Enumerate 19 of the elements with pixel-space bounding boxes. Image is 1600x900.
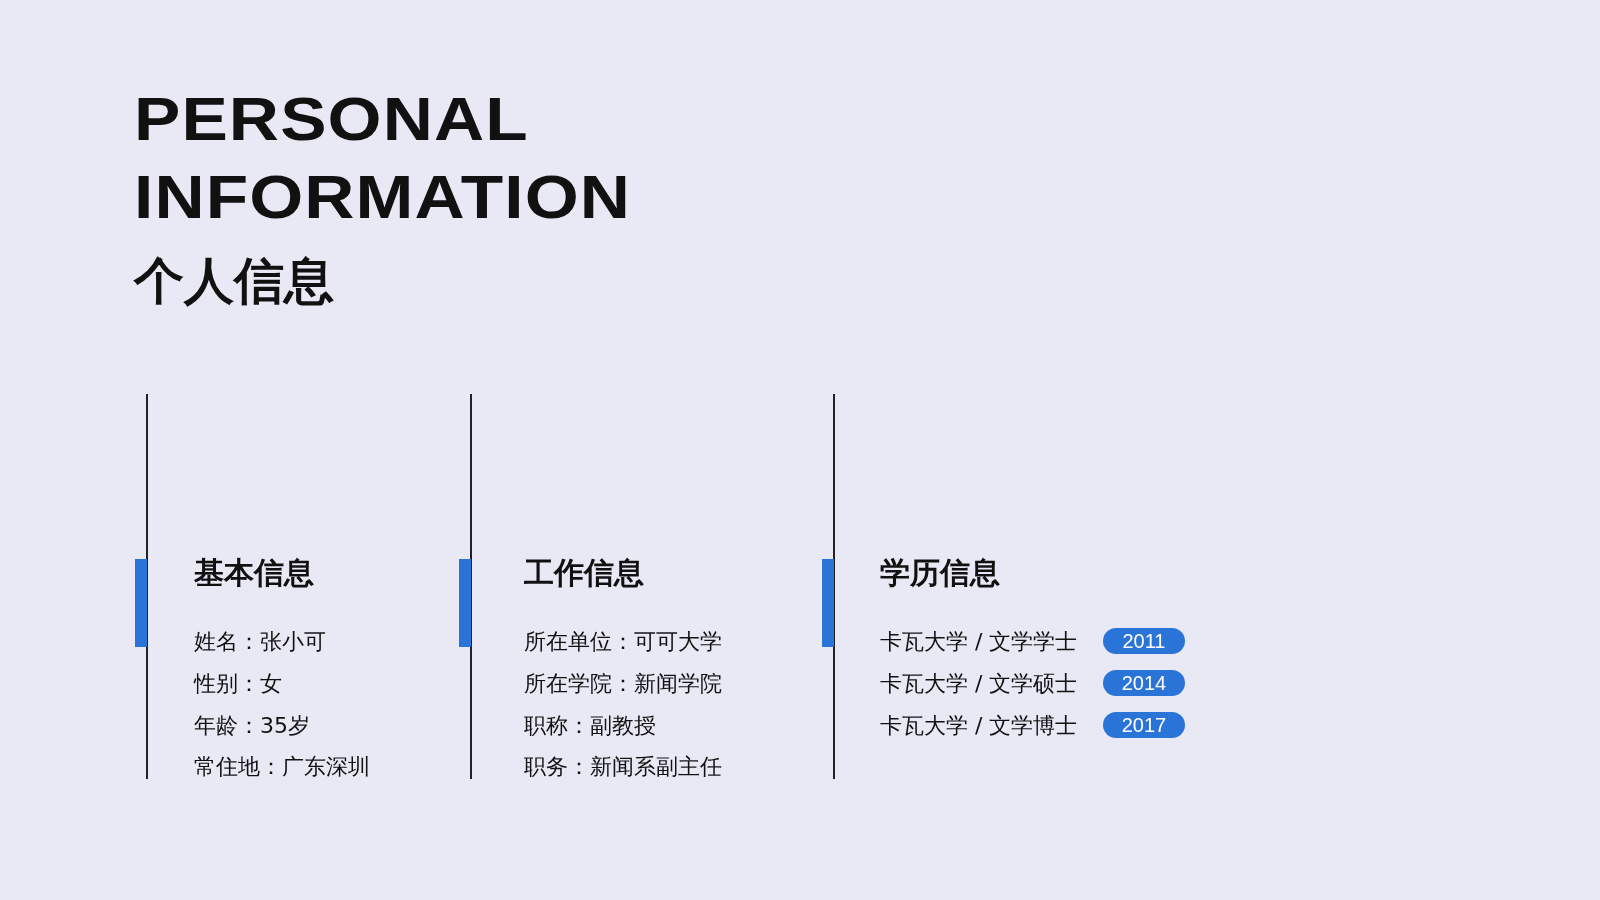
info-text: 职务：新闻系副主任 [524, 753, 722, 781]
year-badge: 2017 [1103, 712, 1185, 738]
subtitle-heading: 个人信息 [134, 251, 334, 312]
degree-text: 卡瓦大学 / 文学博士 [880, 712, 1078, 740]
info-text: 常住地：广东深圳 [194, 753, 370, 781]
section-heading: 基本信息 [194, 554, 314, 592]
degree-text: 卡瓦大学 / 文学学士 [880, 628, 1078, 656]
title-heading: PERSONAL INFORMATION [134, 83, 633, 233]
info-text: 所在学院：新闻学院 [524, 670, 722, 698]
info-text: 所在单位：可可大学 [524, 628, 722, 656]
info-text: 年龄：35岁 [194, 712, 310, 740]
info-text: 姓名：张小可 [194, 628, 326, 656]
degree-text: 卡瓦大学 / 文学硕士 [880, 670, 1078, 698]
info-text: 职称：副教授 [524, 712, 656, 740]
section-heading: 学历信息 [880, 554, 1000, 592]
year-badge: 2014 [1103, 670, 1185, 696]
year-badge: 2011 [1103, 628, 1185, 654]
section-heading: 工作信息 [524, 554, 644, 592]
info-text: 性别：女 [194, 670, 282, 698]
